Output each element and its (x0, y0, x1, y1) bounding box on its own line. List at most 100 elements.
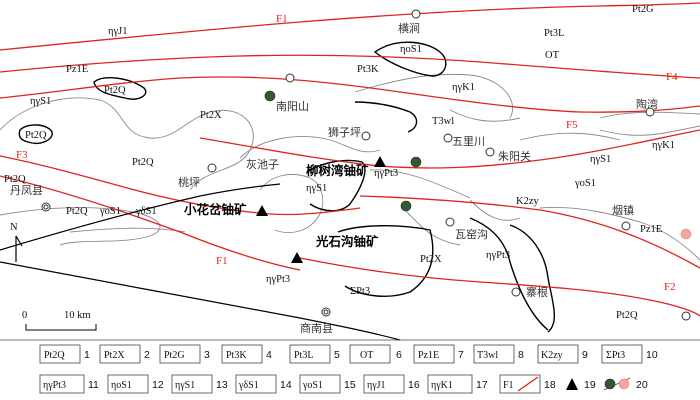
faults (0, 2, 700, 317)
sample-dot-dark (410, 156, 422, 168)
legend-swatch (413, 344, 455, 364)
legend-num: 18 (544, 379, 556, 391)
town-marker (443, 133, 453, 143)
legend-code: ΣPt3 (606, 350, 625, 361)
town-label: 烟镇 (612, 203, 634, 217)
unit-label: OT (545, 50, 560, 61)
unit-label: Pt2G (632, 4, 654, 15)
legend-swatch (235, 374, 277, 394)
town-marker (207, 163, 217, 173)
town-label: 寨根 (526, 285, 548, 299)
unit-label: Pt2X (200, 110, 222, 121)
legend-num: 17 (476, 379, 488, 391)
unit-label: ηγPt3 (266, 274, 290, 285)
north-label: N (10, 222, 18, 233)
legend-num: 2 (144, 349, 150, 361)
legend-swatch (289, 344, 331, 364)
legend-code: K2zy (541, 350, 563, 361)
legend-mine-triangle (566, 378, 578, 390)
legend-fault-swatch (499, 374, 541, 394)
uranium-mines (256, 156, 386, 263)
sample-dot-dark (264, 90, 276, 102)
unit-label: ΣPt3 (350, 286, 370, 297)
unit-label: ηoS1 (400, 44, 422, 55)
legend-swatch (107, 374, 149, 394)
unit-label: Pt2Q (66, 206, 88, 217)
legend-num: 7 (458, 349, 464, 361)
fault-label-f3: F3 (16, 149, 28, 161)
legend-code: Pz1E (418, 350, 439, 361)
mine-labels: 柳树湾铀矿 小花岔铀矿 光石沟铀矿 (183, 163, 379, 249)
town-marker (511, 287, 521, 297)
fault-label-f5: F5 (566, 119, 578, 131)
town-label: 朱阳关 (498, 149, 531, 163)
unit-label: Pz1E (66, 64, 88, 75)
town-label: 南阳山 (276, 100, 309, 113)
sample-dots (264, 90, 692, 240)
legend-code: ηγS1 (175, 380, 195, 391)
legend-code: γoS1 (302, 380, 323, 391)
legend-num: 4 (266, 349, 272, 361)
unit-label: Pt2Q (4, 174, 26, 185)
legend-fault-line (517, 376, 539, 392)
unit-label: K2zy (516, 196, 539, 207)
legend-code: Pt2Q (44, 350, 65, 361)
legend-swatch (349, 344, 391, 364)
mine-triangle (291, 252, 303, 263)
sample-dot-dark (400, 200, 412, 212)
legend: Pt2Q 1 Pt2X 2 Pt2G 3 Pt3K 4 Pt3L 5 OT 6 … (0, 339, 700, 394)
legend-swatch (299, 374, 341, 394)
unit-label: γδS1 (135, 206, 157, 217)
legend-code: Pt2X (104, 350, 125, 361)
town-marker (485, 147, 495, 157)
intrusions (18, 41, 556, 333)
legend-swatch (159, 344, 201, 364)
unit-label: ηγJ1 (108, 26, 127, 37)
legend-swatch (221, 344, 263, 364)
fault-label-f4: F4 (666, 71, 678, 83)
legend-num: 13 (216, 379, 228, 391)
legend-num: 15 (344, 379, 356, 391)
legend-fault-label: F1 (503, 380, 514, 391)
legend-swatch (39, 374, 85, 394)
unit-label: Pt2Q (25, 130, 47, 141)
town-marker-inner (323, 309, 329, 315)
legend-num: 5 (334, 349, 340, 361)
legend-num: 19 (584, 379, 596, 391)
unit-label: Pt2Q (616, 310, 638, 321)
legend-num: 6 (396, 349, 402, 361)
legend-code: γδS1 (238, 380, 259, 391)
town-marker (445, 217, 455, 227)
legend-num: 3 (204, 349, 210, 361)
legend-num: 10 (646, 349, 658, 361)
legend-num: 9 (582, 349, 588, 361)
legend-code: ηγK1 (431, 380, 453, 391)
unit-label: ηγK1 (652, 140, 675, 151)
legend-code: Pt3L (294, 350, 313, 361)
towns (41, 9, 691, 321)
town-labels: 横涧 南阳山 狮子坪 灰池子 五里川 朱阳关 陶湾 桃坪 丹凤县 烟镇 瓦窑沟 … (10, 21, 658, 335)
unit-labels: ηγJ1 Pz1E ηγS1 Pt2Q Pt2Q Pt2X Pt2Q Pt2Q … (4, 4, 675, 321)
town-label: 灰池子 (246, 157, 279, 171)
scale-bar: 0 10 km (22, 310, 97, 331)
legend-swatch (363, 374, 405, 394)
legend-code: ηoS1 (111, 380, 132, 391)
unit-label: γoS1 (574, 178, 596, 189)
fault-labels: F1 F1 F2 F3 F4 F5 (16, 13, 678, 293)
legend-swatch (473, 344, 515, 364)
legend-code: Pt3K (226, 350, 247, 361)
town-marker-inner (43, 204, 49, 210)
unit-label: Pt3L (544, 28, 564, 39)
unit-label: Pt2Q (132, 157, 154, 168)
unit-label: ηγPt3 (374, 168, 398, 179)
legend-dot-pink (618, 378, 630, 390)
town-label: 商南县 (300, 321, 333, 335)
legend-num: 14 (280, 379, 292, 391)
sample-dot-pink (680, 228, 692, 240)
scale-zero: 0 (22, 310, 27, 321)
legend-swatch (171, 374, 213, 394)
mine-triangle (256, 205, 268, 216)
unit-label: Pt2X (420, 254, 442, 265)
